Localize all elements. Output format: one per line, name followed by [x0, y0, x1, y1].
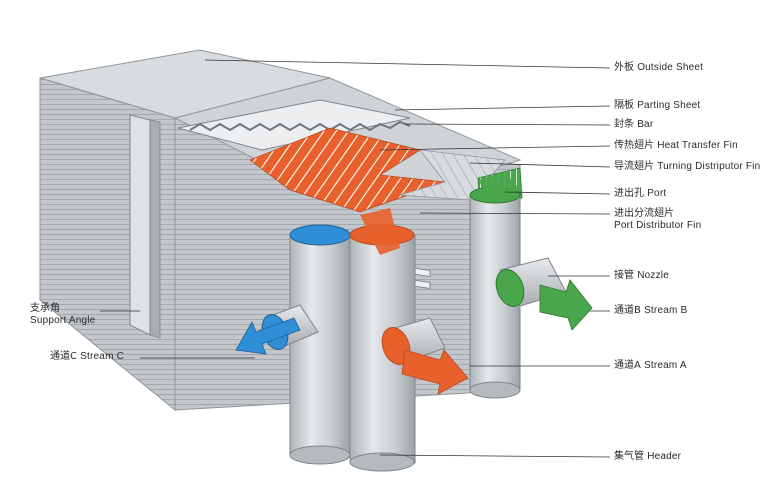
- label-stream-b: 通道B Stream B: [614, 305, 688, 316]
- stream-a-arrow: [401, 349, 469, 395]
- support-angle: [129, 114, 151, 336]
- label-nozzle: 接管 Nozzle: [614, 270, 669, 281]
- parting-sheet: [177, 99, 411, 151]
- label-stream-a: 通道A Stream A: [614, 360, 687, 371]
- heat-transfer-fin: [249, 127, 446, 213]
- bar-zigzag: [189, 120, 411, 132]
- label-header: 集气管 Header: [614, 451, 682, 462]
- stream-b-arrow: [539, 279, 593, 331]
- label-parting-sheet: 隔板 Parting Sheet: [614, 100, 701, 111]
- stream-c-arrow: [235, 317, 301, 355]
- label-port-distributor-fin: 进出分流翅片 Port Distributor Fin: [614, 208, 702, 231]
- label-stream-c: 通道C Stream C: [50, 351, 125, 362]
- leader-lines: [100, 59, 611, 458]
- label-support-angle: 支承角 Support Angle: [30, 303, 96, 326]
- label-heat-transfer-fin: 传热翅片 Heat Transfer Fin: [614, 140, 738, 151]
- label-outside-sheet: 外板 Outside Sheet: [614, 62, 704, 73]
- label-turning-distributor-fin: 导流翅片 Turning Distriputor Fin: [614, 161, 761, 172]
- stream-a-inlet-arrow: [360, 208, 400, 255]
- stream-b-inlet-arrow: [478, 172, 520, 200]
- label-port: 进出孔 Port: [614, 188, 667, 199]
- label-bar: 封条 Bar: [614, 119, 654, 130]
